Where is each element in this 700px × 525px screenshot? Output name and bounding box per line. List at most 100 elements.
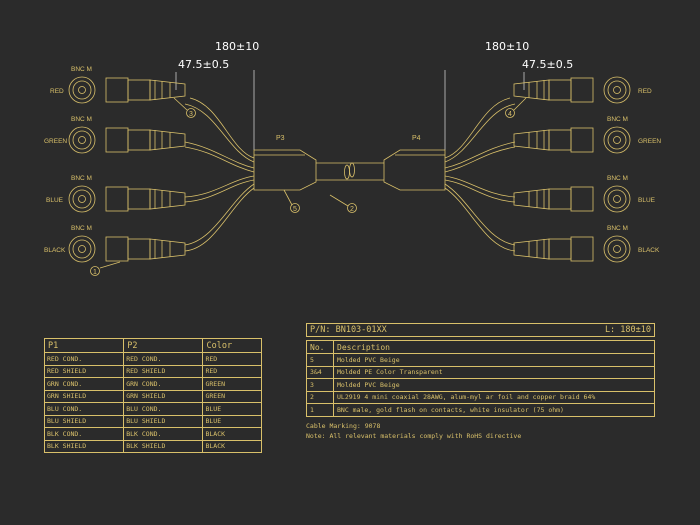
bnc-left-black-color: BLACK bbox=[44, 247, 66, 254]
cell-no: 3 bbox=[306, 378, 334, 392]
bnc-left-red-color: RED bbox=[50, 88, 64, 95]
cell-p2: BLU SHIELD bbox=[123, 414, 204, 428]
cell-description: Molded PVC Beige bbox=[333, 353, 655, 367]
part-number: P/N: BN103-01XX bbox=[310, 325, 387, 335]
dim-left-breakout: 47.5±0.5 bbox=[178, 58, 229, 71]
callout-4-label: 4 bbox=[508, 111, 512, 118]
left-wires bbox=[184, 97, 255, 252]
cell-description: Molded PVC Beige bbox=[333, 378, 655, 392]
callout-2-label: 2 bbox=[350, 206, 354, 213]
bnc-right-red-color: RED bbox=[638, 88, 652, 95]
header-no: No. bbox=[306, 340, 334, 354]
bnc-right-green: BNC M GREEN bbox=[513, 116, 661, 154]
cell-p2: GRN SHIELD bbox=[123, 389, 204, 403]
cell-p1: RED COND. bbox=[43, 352, 125, 366]
cell-color: GREEN bbox=[202, 377, 262, 391]
bnc-left-blue-color: BLUE bbox=[46, 197, 64, 204]
cable-marking-note: Cable Marking: 9078 bbox=[306, 422, 381, 430]
cell-color: RED bbox=[202, 364, 262, 378]
cell-description: Molded PE Color Transparent bbox=[333, 365, 655, 379]
cell-color: BLUE bbox=[202, 414, 262, 428]
cell-color: BLUE bbox=[202, 402, 262, 416]
bnc-right-black-type: BNC M bbox=[607, 225, 628, 232]
cell-p1: BLK SHIELD bbox=[43, 439, 125, 453]
cell-p2: BLK COND. bbox=[123, 427, 204, 441]
dim-right-breakout: 47.5±0.5 bbox=[522, 58, 573, 71]
bom-title-bar: P/N: BN103-01XX L: 180±10 bbox=[306, 323, 655, 337]
cell-p1: BLK COND. bbox=[43, 427, 125, 441]
bnc-right-green-type: BNC M bbox=[607, 116, 628, 123]
bnc-left-blue-type: BNC M bbox=[71, 175, 92, 182]
cell-p1: GRN SHIELD bbox=[43, 389, 125, 403]
cable-length: L: 180±10 bbox=[604, 325, 651, 335]
cell-no: 1 bbox=[306, 403, 334, 417]
cell-p2: GRN COND. bbox=[123, 377, 204, 391]
bnc-left-black-type: BNC M bbox=[71, 225, 92, 232]
cell-color: RED bbox=[202, 352, 262, 366]
cell-color: BLACK bbox=[202, 427, 262, 441]
table-row: GRN COND.GRN COND.GREEN bbox=[43, 377, 262, 391]
plug-p3-label: P3 bbox=[276, 135, 285, 142]
bnc-right-black-color: BLACK bbox=[638, 247, 660, 254]
left-bnc-connectors: BNC M RED BNC M GREEN BNC M BLUE BNC M B… bbox=[44, 66, 186, 263]
bnc-left-red: BNC M RED bbox=[50, 66, 186, 104]
bnc-left-green-color: GREEN bbox=[44, 138, 67, 145]
callout-2: 2 bbox=[329, 194, 357, 213]
bnc-left-green-type: BNC M bbox=[71, 116, 92, 123]
callout-5: 5 bbox=[283, 189, 300, 213]
cell-p2: RED SHIELD bbox=[123, 364, 204, 378]
drawing-notes: Cable Marking: 9078 Note: All relevant m… bbox=[306, 421, 521, 441]
plug-p3: P3 bbox=[253, 135, 317, 191]
callout-4: 4 bbox=[505, 97, 527, 118]
bnc-right-red: RED bbox=[513, 76, 652, 104]
bnc-right-black: BNC M BLACK bbox=[513, 225, 660, 263]
bnc-left-black: BNC M BLACK bbox=[44, 225, 186, 263]
callout-1: 1 bbox=[90, 261, 121, 276]
cell-p2: RED COND. bbox=[123, 352, 204, 366]
right-bnc-connectors: RED BNC M GREEN BNC M BLUE BNC M BLACK bbox=[513, 76, 661, 263]
table-row: RED COND.RED COND.RED bbox=[43, 352, 262, 366]
header-description: Description bbox=[333, 340, 655, 354]
plug-p4-label: P4 bbox=[412, 135, 421, 142]
cell-color: BLACK bbox=[202, 439, 262, 453]
cell-description: BNC male, gold flash on contacts, white … bbox=[333, 403, 655, 417]
right-wires bbox=[444, 97, 516, 252]
bnc-right-blue: BNC M BLUE bbox=[513, 175, 656, 213]
cell-no: 5 bbox=[306, 353, 334, 367]
bnc-left-red-type: BNC M bbox=[71, 66, 92, 73]
main-cable bbox=[316, 162, 384, 181]
table-row: BLU COND.BLU COND.BLUE bbox=[43, 402, 262, 416]
rohs-note: Note: All relevant materials comply with… bbox=[306, 432, 522, 440]
cell-p2: BLK SHIELD bbox=[123, 439, 204, 453]
bom-table-header: No. Description bbox=[306, 340, 655, 354]
plug-p4: P4 bbox=[383, 135, 446, 191]
cell-p2: BLU COND. bbox=[123, 402, 204, 416]
bnc-left-blue: BNC M BLUE bbox=[46, 175, 186, 213]
bnc-right-blue-type: BNC M bbox=[607, 175, 628, 182]
cell-no: 3&4 bbox=[306, 365, 334, 379]
callout-3-label: 3 bbox=[189, 111, 193, 118]
header-p1: P1 bbox=[43, 338, 125, 353]
callout-5-label: 5 bbox=[293, 206, 297, 213]
cell-description: UL2919 4 mini coaxial 28AWG, alum-myl ar… bbox=[333, 390, 655, 404]
bnc-right-blue-color: BLUE bbox=[638, 197, 656, 204]
callout-3: 3 bbox=[173, 97, 196, 118]
header-p2: P2 bbox=[123, 338, 204, 353]
cell-no: 2 bbox=[306, 390, 334, 404]
cell-color: GREEN bbox=[202, 389, 262, 403]
bill-of-materials: P/N: BN103-01XX L: 180±10 No. Descriptio… bbox=[306, 323, 655, 417]
dim-left-overall: 180±10 bbox=[215, 40, 259, 53]
cell-p1: BLU SHIELD bbox=[43, 414, 125, 428]
dim-right-overall: 180±10 bbox=[485, 40, 529, 53]
pin-table-header: P1 P2 Color bbox=[43, 338, 262, 353]
